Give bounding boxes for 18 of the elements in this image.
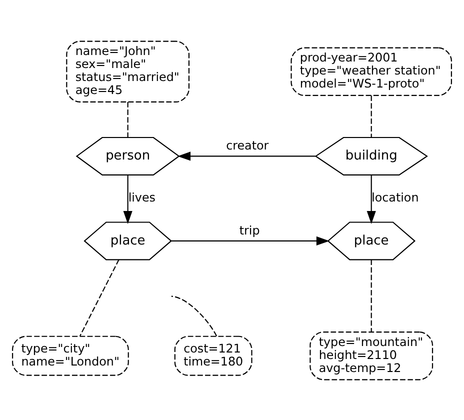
- arrow: [366, 174, 376, 224]
- edge-label: creator: [226, 138, 269, 152]
- connector: [370, 259, 372, 332]
- edge-label: lives: [128, 190, 156, 204]
- node-box: cost=121 time=180: [174, 335, 252, 376]
- connector: [127, 102, 128, 137]
- edge-label: location: [372, 190, 419, 204]
- node-box: type="mountain" height=2110 avg-temp=12: [310, 331, 434, 380]
- edge-label: trip: [239, 222, 260, 237]
- node-box: type="city" name="London": [12, 335, 129, 376]
- arrow: [178, 151, 316, 160]
- arrow: [123, 174, 132, 224]
- connector: [370, 95, 372, 137]
- arrow: [171, 236, 330, 246]
- node-box: prod-year=2001 type="weather station" model="WS-1-proto": [290, 46, 452, 96]
- node-box: name="John" sex="male" status="married" age=45: [66, 40, 190, 102]
- connector: [79, 258, 120, 336]
- connector: [171, 295, 218, 336]
